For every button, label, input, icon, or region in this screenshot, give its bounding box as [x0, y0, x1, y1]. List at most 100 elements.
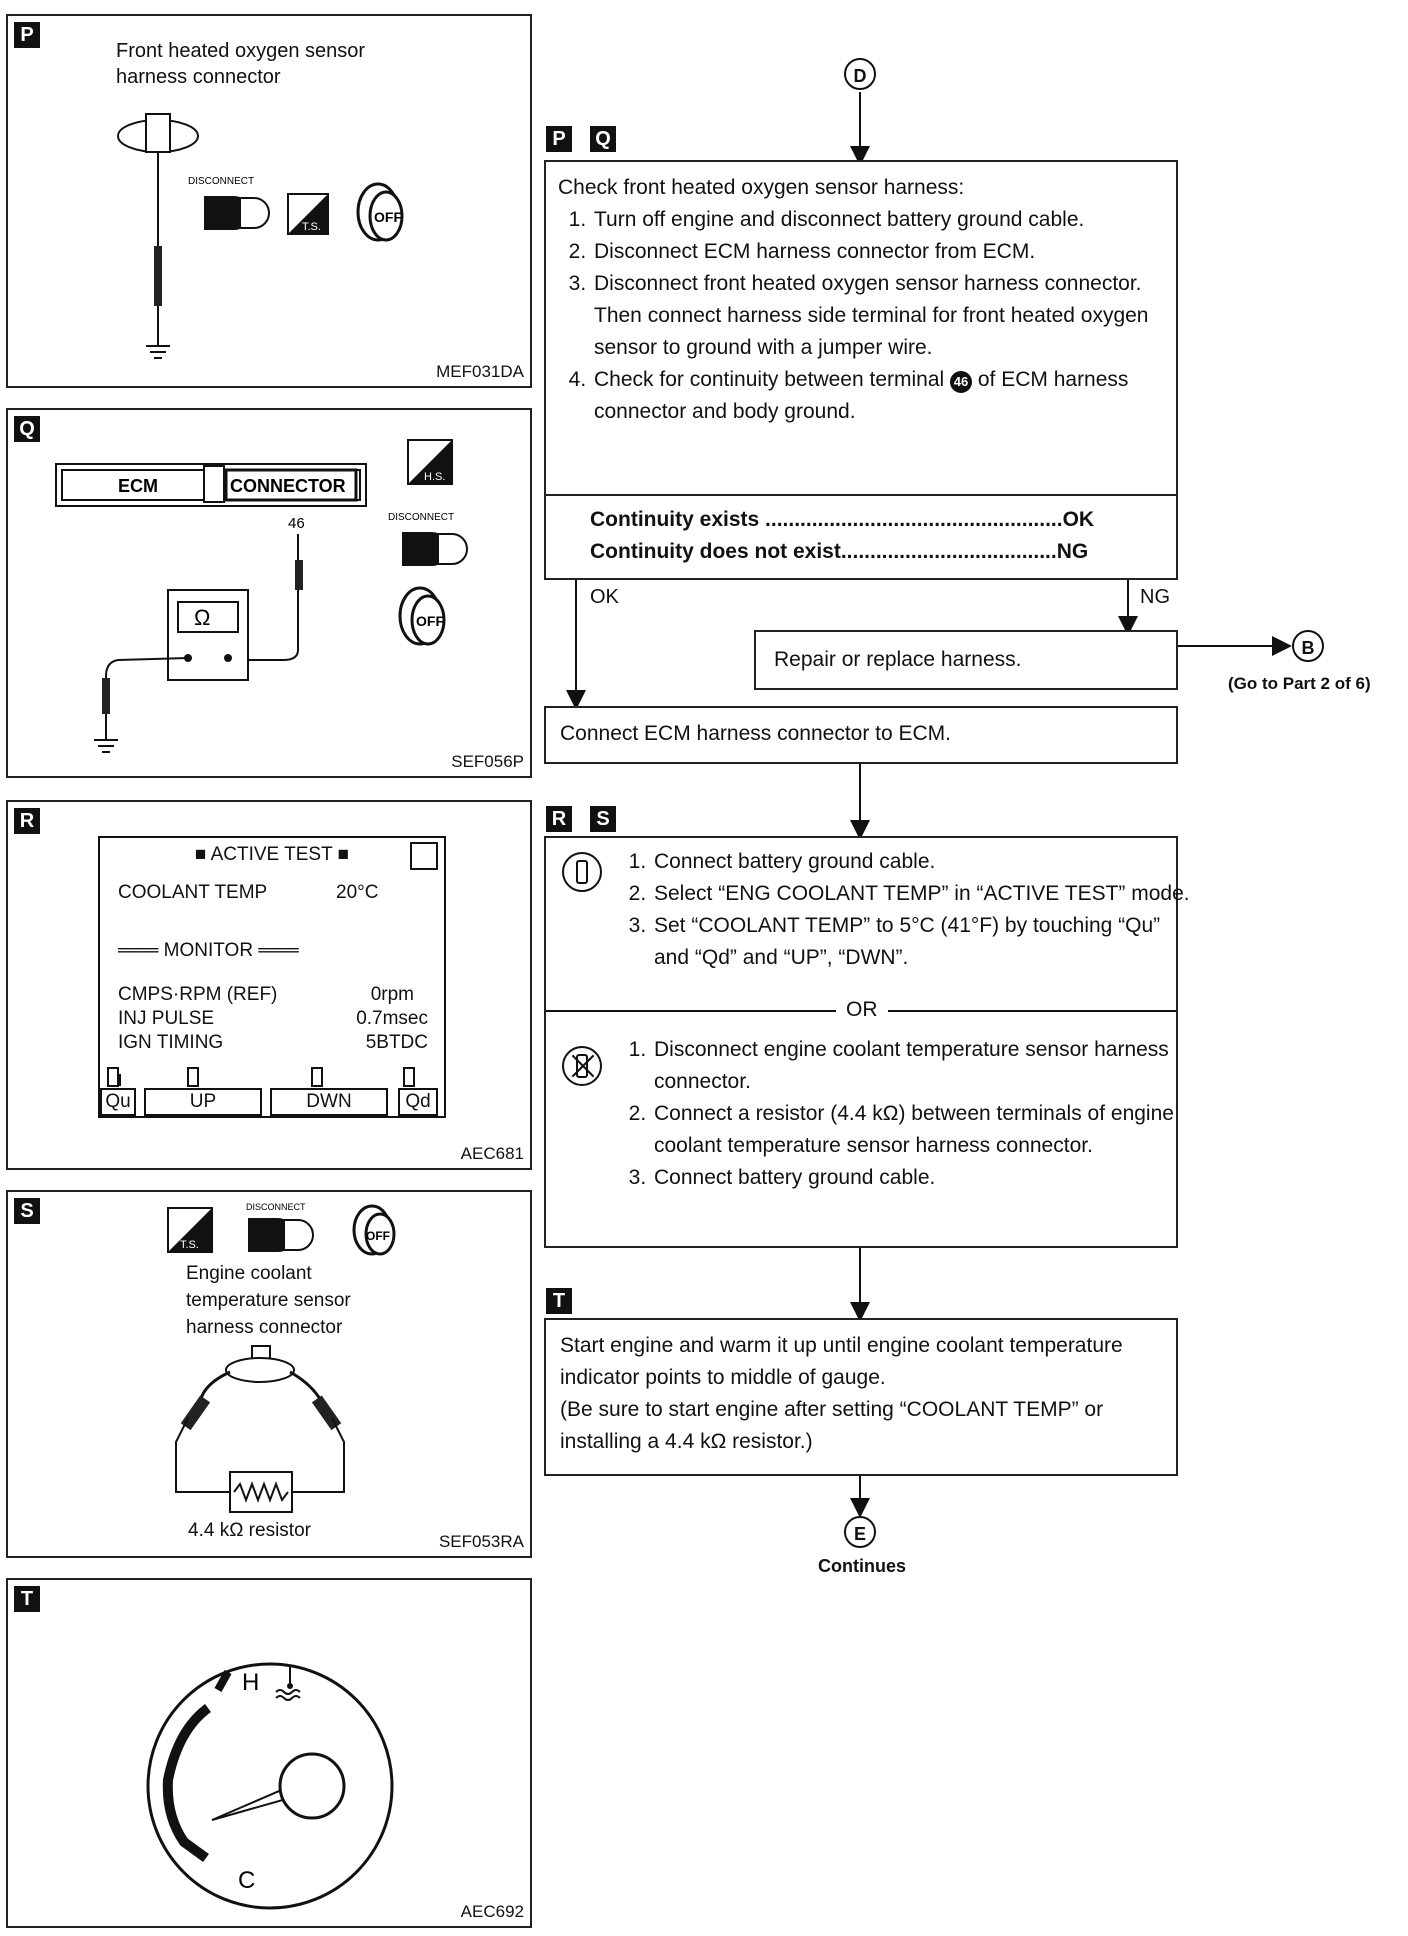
oxygen-sensor-diagram: DISCONNECT T.S. OFF [117, 113, 404, 359]
node-e: E [844, 1516, 876, 1548]
panel-q: Q ECM CONNECTOR 46 Ω H.S. DISCONNECT [6, 408, 532, 778]
without-consult-steps: Disconnect engine coolant temperature se… [618, 1034, 1192, 1194]
tag-r: R [546, 806, 572, 832]
button-qd[interactable]: Qd [398, 1088, 438, 1116]
continues-label: Continues [818, 1556, 906, 1576]
row-value: 0rpm [370, 984, 414, 1005]
repair-box: Repair or replace harness. [754, 630, 1178, 690]
svg-text:H: H [242, 1669, 259, 1696]
button-dwn[interactable]: DWN [270, 1088, 388, 1116]
without-step: Disconnect engine coolant temperature se… [652, 1034, 1192, 1098]
monitor-row-ign: IGN TIMING 5BTDC [118, 1032, 428, 1054]
monitor-row-inj: INJ PULSE 0.7msec [118, 1008, 428, 1030]
row-value: 5BTDC [365, 1032, 428, 1053]
ng-label: NG [1140, 586, 1170, 608]
finger-touch-icons [107, 1067, 415, 1087]
square-icon: ■ [194, 844, 211, 865]
svg-text:46: 46 [288, 515, 305, 532]
check-title: Check front heated oxygen sensor harness… [558, 176, 965, 199]
with-step: Connect battery ground cable. [652, 846, 1192, 878]
start-engine-box: Start engine and warm it up until engine… [544, 1318, 1178, 1476]
connect-ecm-text: Connect ECM harness connector to ECM. [560, 722, 952, 745]
ecm-continuity-diagram: ECM CONNECTOR 46 Ω H.S. DISCONNECT [55, 439, 468, 753]
panel-t: T H C AEC692 [6, 1578, 532, 1928]
tag-q: Q [590, 126, 616, 152]
panel-tag: P [14, 22, 40, 48]
row-label: IGN TIMING [118, 1032, 224, 1053]
or-label: OR [836, 994, 888, 1026]
row-label: CMPS·RPM (REF) [118, 984, 278, 1005]
harness-side-icon: H.S. [407, 439, 453, 485]
monitor-label: MONITOR [163, 940, 254, 961]
svg-text:T.S.: T.S. [302, 221, 321, 233]
result-ng: Continuity does not exist...............… [590, 540, 1089, 563]
coolant-value: 20°C [336, 882, 379, 903]
disconnect-icon: DISCONNECT [246, 1202, 314, 1252]
figure-code: AEC681 [460, 1144, 524, 1163]
node-d: D [844, 58, 876, 90]
check-step-4: Check for continuity between terminal 46… [592, 364, 1164, 428]
resistor-diagram: T.S. DISCONNECT OFF [167, 1202, 396, 1513]
check-harness-box: Check front heated oxygen sensor harness… [544, 160, 1178, 496]
svg-text:H.S.: H.S. [424, 471, 445, 483]
svg-text:C: C [238, 1867, 255, 1894]
square-icon: ■ [332, 844, 350, 865]
coolant-label: COOLANT TEMP [118, 882, 268, 903]
check-step: Turn off engine and disconnect battery g… [592, 204, 1164, 236]
monitor-row-rpm: CMPS·RPM (REF) 0rpm [118, 984, 428, 1006]
connector-caption: Engine coolant temperature sensor harnes… [186, 1263, 351, 1338]
svg-text:DISCONNECT: DISCONNECT [246, 1202, 306, 1212]
panel-tag: Q [14, 416, 40, 442]
step-text: of ECM harness connector and body ground… [594, 368, 1129, 423]
with-step: Set “COOLANT TEMP” to 5°C (41°F) by touc… [652, 910, 1192, 974]
figure-code: SEF056P [451, 752, 524, 771]
test-switch-icon: T.S. [287, 193, 329, 235]
disconnect-icon: DISCONNECT [388, 512, 468, 566]
resistor-label: 4.4 kΩ resistor [188, 1520, 311, 1541]
tag-t: T [546, 1288, 572, 1314]
disconnect-icon: DISCONNECT [188, 176, 270, 230]
row-value: 0.7msec [356, 1008, 428, 1029]
thermometer-icon [275, 1666, 301, 1701]
svg-text:OFF: OFF [416, 613, 444, 629]
svg-text:OFF: OFF [366, 1229, 390, 1243]
svg-text:Ω: Ω [194, 605, 210, 630]
panel-tag: T [14, 1586, 40, 1612]
check-steps: Turn off engine and disconnect battery g… [558, 204, 1164, 428]
panel-caption: Front heated oxygen sensor harness conne… [116, 40, 366, 88]
ok-label: OK [590, 586, 619, 608]
svg-text:ECM: ECM [118, 476, 158, 496]
without-step: Connect battery ground cable. [652, 1162, 1192, 1194]
panel-s: S T.S. DISCONNECT OFF Engine coolant tem… [6, 1190, 532, 1558]
button-up[interactable]: UP [144, 1088, 262, 1116]
consult-screen: ■ ACTIVE TEST ■ COOLANT TEMP 20°C ═══ MO… [98, 836, 446, 1118]
start-text: Start engine and warm it up until engine… [560, 1334, 1123, 1389]
tag-p: P [546, 126, 572, 152]
panel-tag: S [14, 1198, 40, 1224]
double-rule-icon: ═══ [253, 940, 299, 961]
tag-s: S [590, 806, 616, 832]
svg-text:DISCONNECT: DISCONNECT [388, 512, 454, 523]
check-step: Disconnect front heated oxygen sensor ha… [592, 268, 1164, 364]
double-rule-icon: ═══ [118, 940, 164, 961]
connect-ecm-box: Connect ECM harness connector to ECM. [544, 706, 1178, 764]
figure-code: SEF053RA [438, 1532, 524, 1551]
with-consult-steps: Connect battery ground cable. Select “EN… [618, 846, 1192, 974]
svg-text:OFF: OFF [374, 209, 402, 225]
panel-tag: R [14, 808, 40, 834]
ignition-off-icon: OFF [356, 182, 404, 242]
button-qu[interactable]: Qu [100, 1088, 136, 1116]
with-consult-icon [562, 852, 602, 892]
screen-title-row: ■ ACTIVE TEST ■ [100, 844, 444, 866]
without-step: Connect a resistor (4.4 kΩ) between term… [652, 1098, 1192, 1162]
print-box-icon [410, 842, 438, 870]
panel-p: P Front heated oxygen sensor harness con… [6, 14, 532, 388]
with-step: Select “ENG COOLANT TEMP” in “ACTIVE TES… [652, 878, 1192, 910]
test-switch-icon: T.S. [167, 1207, 213, 1253]
ignition-off-icon: OFF [352, 1204, 396, 1256]
figure-code: MEF031DA [436, 362, 524, 381]
figure-code: AEC692 [460, 1902, 524, 1921]
check-step: Disconnect ECM harness connector from EC… [592, 236, 1164, 268]
svg-text:T.S.: T.S. [180, 1239, 199, 1251]
